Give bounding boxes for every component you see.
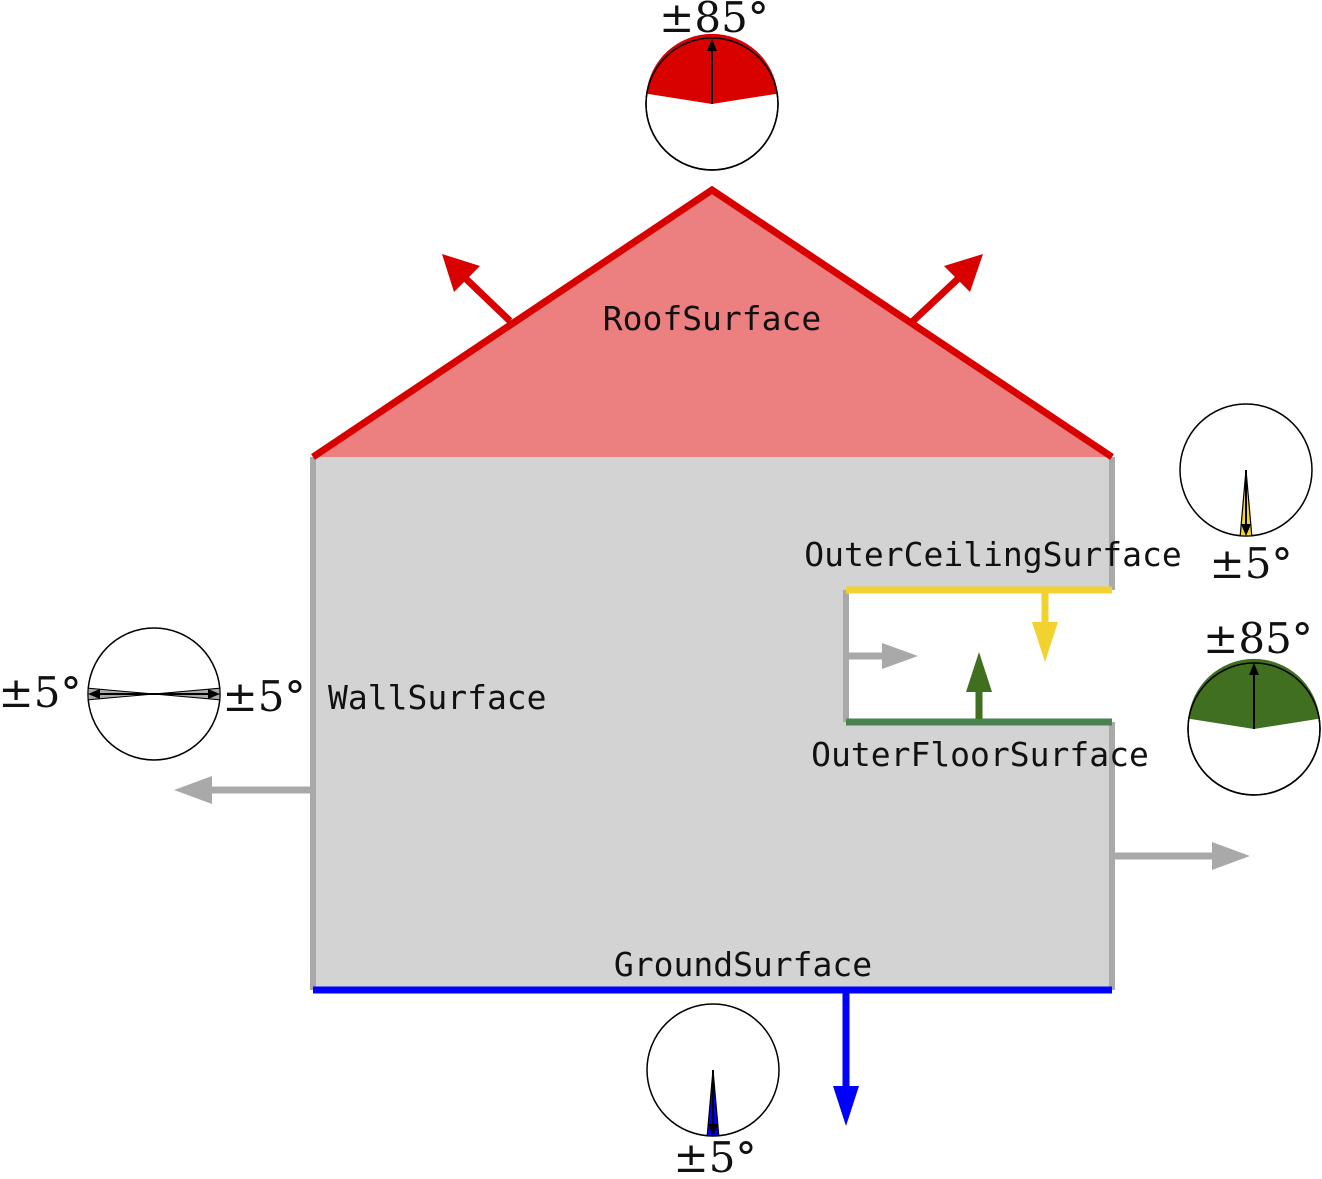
wall-tolerance-dial [87,627,221,761]
roof-tolerance-dial [645,33,779,171]
wall-tolerance-right-label: ±5° [223,672,306,721]
roof-surface-label: RoofSurface [603,299,822,338]
ground-surface-label: GroundSurface [614,945,872,984]
outer-floor-surface-label: OuterFloorSurface [811,735,1149,774]
wall-tolerance-left-label: ±5° [0,668,81,717]
recess-wall-normal-arrow [849,643,918,669]
wall-normal-arrow-left [174,776,310,804]
outer-floor-normal-arrow [966,652,992,719]
outer-ceiling-tolerance-dial [1179,403,1313,537]
outer-ceiling-tolerance-label: ±5° [1210,539,1293,588]
outer-ceiling-normal-arrow [1032,593,1058,662]
ground-normal-arrow [833,993,859,1126]
roof-tolerance-label: ±85° [659,0,769,42]
roof-normal-arrow-right [910,254,983,324]
ground-tolerance-label: ±5° [674,1133,757,1179]
roof-fill [313,190,1112,457]
ground-tolerance-dial [646,1003,780,1137]
wall-normal-arrow-right [1115,842,1250,870]
outer-ceiling-surface-label: OuterCeilingSurface [804,535,1182,574]
wall-surface-label: WallSurface [328,678,547,717]
outer-floor-tolerance-label: ±85° [1203,614,1313,663]
roof-normal-arrow-left [442,254,513,324]
roof-line [311,185,1114,460]
outer-floor-tolerance-dial [1187,658,1321,796]
